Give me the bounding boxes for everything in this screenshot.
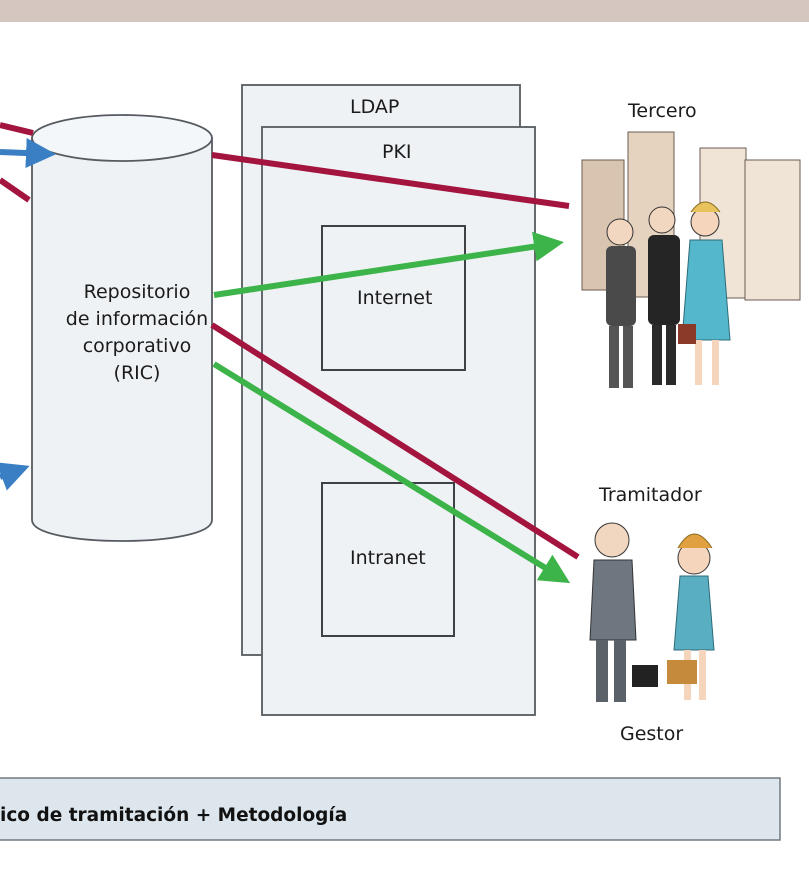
green-arrow-to-tramitador: [212, 361, 571, 584]
internet-label: Internet: [357, 287, 433, 309]
ldap-label: LDAP: [350, 96, 400, 118]
green-arrow-to-tercero: [213, 231, 564, 298]
intranet-box: [321, 482, 455, 637]
bottom-bar: [0, 777, 781, 841]
intranet-label: Intranet: [350, 547, 426, 569]
red-arrow-left-mid: [0, 177, 31, 203]
repository-label-line3: corporativo: [82, 335, 192, 357]
top-band: [0, 0, 809, 22]
red-arrow-ric-to-tramitador: [210, 322, 580, 560]
red-arrow-ric-to-tercero: [211, 152, 570, 209]
repository-label-line2: de información: [65, 308, 209, 330]
gestor-label: Gestor: [620, 723, 684, 745]
repository-label: Repositorio de información corporativo (…: [52, 279, 222, 387]
repository-cylinder: [31, 114, 213, 542]
red-arrow-left-top: [0, 122, 34, 136]
pki-label: PKI: [382, 141, 412, 163]
repository-label-line4: (RIC): [113, 362, 161, 384]
tramitador-label: Tramitador: [599, 484, 702, 506]
blue-arrow-top: [0, 138, 56, 169]
bottom-bar-text: ico de tramitación + Metodología: [0, 805, 348, 826]
tercero-people-icon: [581, 131, 801, 388]
tercero-label: Tercero: [628, 100, 697, 122]
internet-box: [321, 225, 466, 371]
tramitador-gestor-people-icon: [589, 522, 715, 702]
repository-label-line1: Repositorio: [83, 281, 191, 303]
blue-arrow-bottom: [0, 462, 30, 491]
